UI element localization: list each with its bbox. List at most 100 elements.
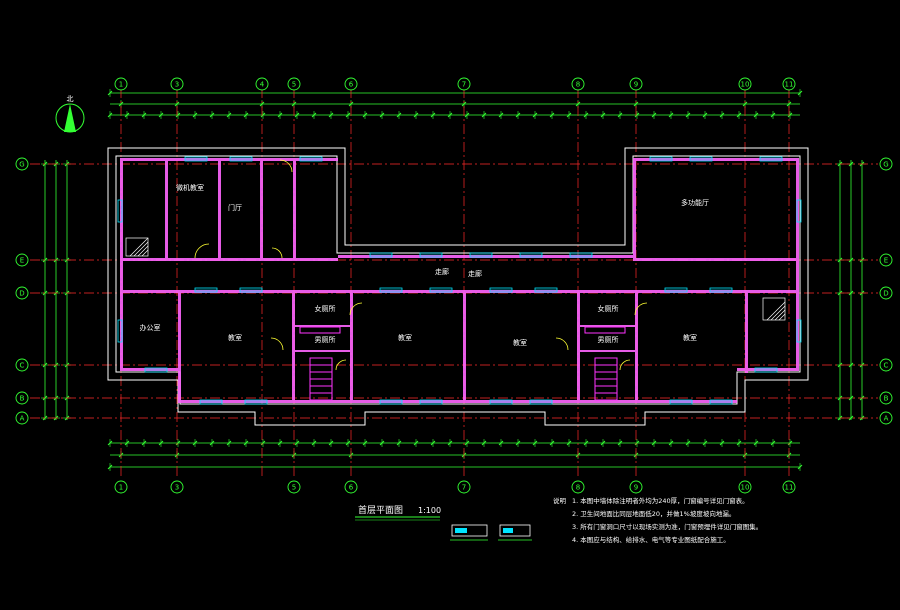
axis-bubble-top-1-circle	[114, 77, 128, 91]
axis-bubble-left-E-circle	[15, 253, 29, 267]
north-arrow: 北	[55, 95, 85, 133]
dimension-lines-top	[110, 92, 800, 116]
room-label-multipurpose: 多功能厅	[681, 198, 709, 207]
stairs-left	[125, 237, 149, 257]
wall-v-1	[165, 160, 168, 258]
axis-bubble-top-5-circle	[287, 77, 301, 91]
walls	[120, 158, 799, 403]
axis-bubble-bottom-8-label: 8	[576, 484, 580, 492]
windows	[117, 156, 802, 405]
axis-bubble-left-B-label: B	[20, 395, 25, 403]
doors	[194, 159, 648, 371]
wall-south-right	[737, 368, 799, 371]
axis-bubble-top-9-circle	[629, 77, 643, 91]
axis-bubble-top-4-label: 4	[260, 81, 265, 89]
window-side-2	[796, 199, 802, 223]
room-label-classroom-3: 教室	[513, 338, 527, 347]
door-swing-6	[555, 337, 569, 351]
detail-2-fill	[503, 528, 513, 533]
toilet-fixtures-left	[299, 326, 341, 401]
door-swing-3	[349, 302, 363, 316]
axis-bubble-right-C-circle	[879, 358, 893, 372]
axis-bubble-left-A-label: A	[20, 415, 25, 423]
axis-bubble-top-6-circle	[344, 77, 358, 91]
axis-bubble-bottom-7-label: 7	[462, 484, 466, 492]
axis-bubble-top-9-label: 9	[634, 81, 638, 89]
axis-bubble-right-E-label: E	[884, 257, 888, 265]
axis-bubble-left-B-circle	[15, 391, 29, 405]
dimension-ticks-bottom	[107, 439, 803, 471]
axis-bubble-right-C-label: C	[884, 362, 889, 370]
wall-v-12	[633, 160, 636, 258]
axis-bubble-top-11-label: 11	[785, 81, 794, 89]
wall-east	[796, 158, 799, 370]
wall-toilet-1b	[295, 350, 350, 352]
axis-bubble-top-7-circle	[457, 77, 471, 91]
dimension-lines-right	[839, 160, 863, 420]
stairs-right-treads	[766, 301, 786, 321]
axis-bubble-right-B-circle	[879, 391, 893, 405]
window-side-0	[117, 199, 123, 223]
axis-bubble-bottom-9-label: 9	[634, 484, 638, 492]
axis-bubble-bottom-1-circle	[114, 480, 128, 494]
door-swing-8	[335, 359, 347, 371]
axis-bubble-right-D-label: D	[883, 290, 888, 298]
wall-v-2	[218, 160, 221, 258]
room-label-classroom-1: 教室	[228, 333, 242, 342]
door-swing-7	[619, 359, 631, 371]
axis-bubble-top-8-label: 8	[576, 81, 580, 89]
axis-bubble-top-3-label: 3	[175, 81, 179, 89]
axis-bubble-bottom-7-circle	[457, 480, 471, 494]
axis-bubble-bottom-11-label: 11	[785, 484, 794, 492]
axis-bubble-bottom-10-label: 10	[741, 484, 750, 492]
room-label-classroom-4: 教室	[683, 333, 697, 342]
dimension-lines-left	[44, 160, 68, 420]
wall-corridor-north-left	[120, 258, 338, 261]
axis-bubble-bottom-3-label: 3	[175, 484, 179, 492]
outer-outline	[107, 147, 809, 426]
axis-bubble-top-1-label: 1	[119, 81, 123, 89]
door-swing-9	[279, 159, 293, 173]
axis-bubble-right-B-label: B	[884, 395, 889, 403]
section-details	[450, 524, 532, 541]
wall-south	[180, 400, 737, 403]
room-label-female-wc-2: 女厕所	[598, 304, 619, 313]
wall-corridor-north-mid	[338, 255, 633, 258]
axis-bubble-top-7-label: 7	[462, 81, 466, 89]
axis-bubble-bottom-10-circle	[738, 480, 752, 494]
door-swing-4	[270, 337, 284, 351]
drawing-title: 首层平面图	[358, 504, 403, 516]
toilet-fixtures-right	[584, 326, 626, 401]
axis-bubble-top-5-label: 5	[292, 81, 296, 89]
window-side-1	[117, 319, 123, 343]
axis-bubble-bottom-8-circle	[571, 480, 585, 494]
wall-v-4	[293, 160, 296, 258]
room-label-male-wc-2: 男厕所	[598, 335, 619, 344]
axis-bubble-bottom-3-circle	[170, 480, 184, 494]
axis-bubble-right-E-circle	[879, 253, 893, 267]
wall-v-3	[260, 160, 263, 258]
wall-corridor-north-right	[633, 258, 798, 261]
axis-bubble-left-G-label: G	[19, 161, 24, 169]
room-label-computer-lab: 微机教室	[176, 183, 204, 192]
toilet-stall-lines-left	[310, 364, 332, 394]
notes-header: 说明	[553, 496, 567, 505]
axis-bubble-bottom-11-circle	[782, 480, 796, 494]
notes-block: 说明 1. 本图中墙体除注明者外均为240厚，门窗编号详见门窗表。 2. 卫生间…	[553, 496, 762, 544]
axis-bubble-top-11-circle	[782, 77, 796, 91]
wall-toilet-2a	[580, 325, 635, 327]
drawing-scale: 1:100	[418, 506, 441, 515]
detail-1-frame	[451, 524, 488, 537]
axis-bubble-top-8-circle	[571, 77, 585, 91]
drawing-title-block: 首层平面图 1:100	[355, 504, 441, 521]
detail-1-fill	[455, 528, 467, 533]
wall-north-right	[633, 158, 798, 161]
notes-line-1: 1. 本图中墙体除注明者外均为240厚，门窗编号详见门窗表。	[572, 496, 749, 505]
room-label-male-wc-1: 男厕所	[315, 335, 336, 344]
room-labels: 微机教室 门厅 教室 教室 教室 教室 多功能厅 女厕所 男厕所 女厕所 男厕所…	[140, 183, 710, 347]
toilet-stall-lines-right	[595, 364, 617, 394]
axis-bubble-left-D-label: D	[19, 290, 24, 298]
